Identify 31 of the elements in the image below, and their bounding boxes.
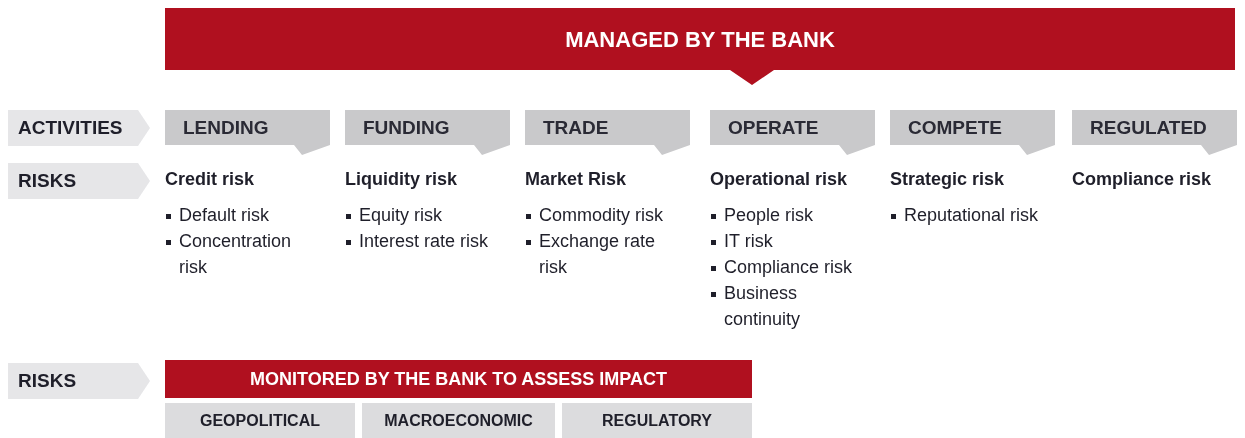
activity-tab: TRADE [525,110,690,155]
risk-heading: Strategic risk [890,168,1006,191]
activity-tab: FUNDING [345,110,510,155]
row-header-tab: RISKS [8,363,150,399]
risk-list-item: Default risk [165,202,315,228]
risk-heading: Liquidity risk [345,168,459,191]
header-banner: MANAGED BY THE BANK [165,8,1235,85]
risk-list-item: Business continuity [710,280,860,332]
risk-list-item: IT risk [710,228,860,254]
risk-list-item: Compliance risk [710,254,860,280]
risk-heading: Operational risk [710,168,849,191]
row-header-tab: ACTIVITIES [8,110,150,146]
category-label-box: REGULATORY [562,403,752,438]
risk-heading: Compliance risk [1072,168,1213,191]
risk-list-item: Concentration risk [165,228,315,280]
activity-tab: REGULATED [1072,110,1237,155]
activity-tab: COMPETE [890,110,1055,155]
activity-tab: LENDING [165,110,330,155]
row-header-tab: RISKS [8,163,150,199]
risk-heading: Market Risk [525,168,628,191]
risk-heading: Credit risk [165,168,256,191]
risk-list-item: Exchange rate risk [525,228,675,280]
activity-tab: OPERATE [710,110,875,155]
risk-list-item: Interest rate risk [345,228,495,254]
risk-list-item: Reputational risk [890,202,1040,228]
risk-list-item: Commodity risk [525,202,675,228]
risk-list-item: People risk [710,202,860,228]
monitoring-banner: MONITORED BY THE BANK TO ASSESS IMPACT [165,360,752,398]
risk-list-item: Equity risk [345,202,495,228]
category-label-box: MACROECONOMIC [362,403,555,438]
category-label-box: GEOPOLITICAL [165,403,355,438]
